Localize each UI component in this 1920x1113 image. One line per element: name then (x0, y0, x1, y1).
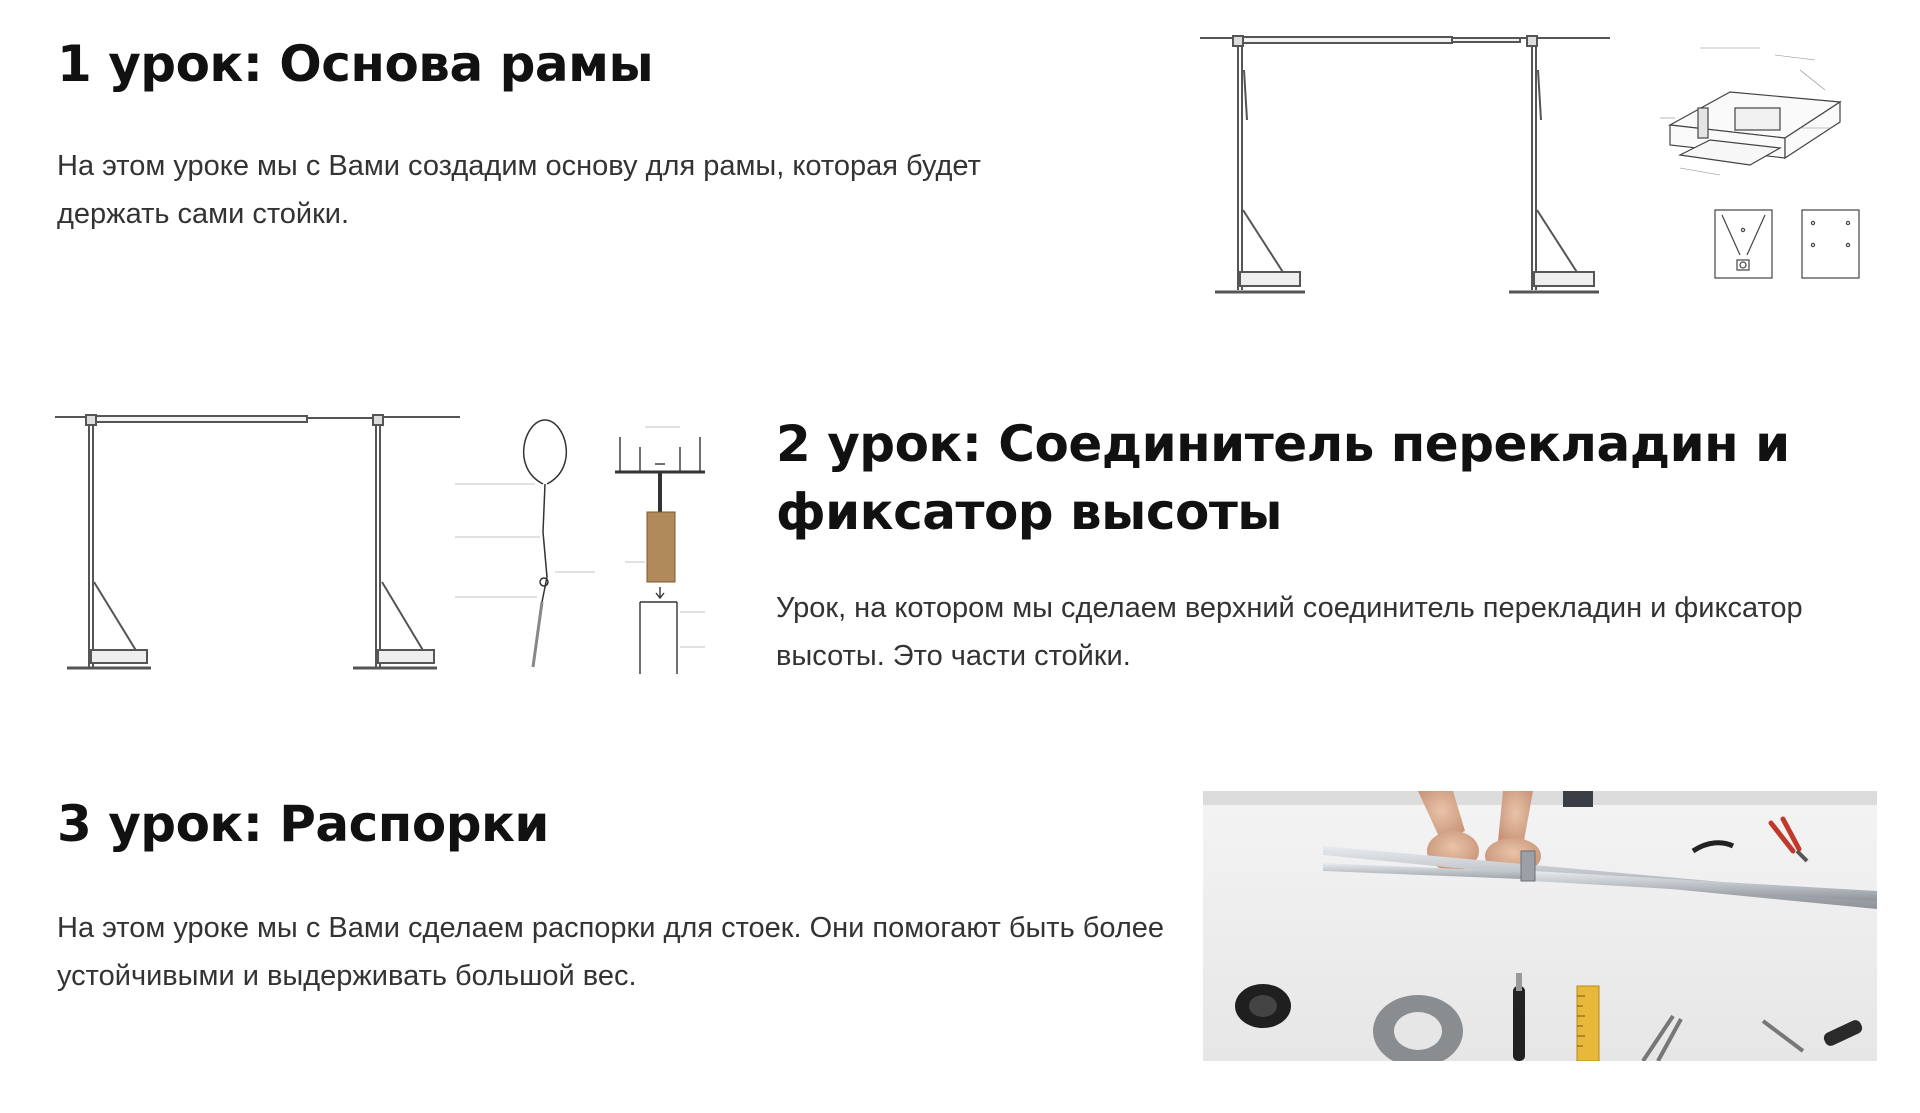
lesson-1-description: На этом уроке мы с Вами создадим основу … (57, 150, 981, 230)
lesson-2-description: Урок, на котором мы сделаем верхний соед… (776, 592, 1803, 672)
struts-workshop-photo-icon (1203, 791, 1877, 1061)
lesson-1: 1 урок: Основа рамы На этом уроке мы с В… (57, 30, 1057, 238)
lesson-3-title: 3 урок: Распорки (57, 795, 549, 853)
lesson-2-connector-drawing (55, 412, 735, 674)
lesson-2: 2 урок: Соединитель перекладин и фиксато… (776, 410, 1866, 680)
lesson-3-workshop-photo (1203, 791, 1877, 1061)
crossbar-connector-drawing-icon (55, 414, 705, 674)
lesson-2-title: 2 урок: Соединитель перекладин и фиксато… (776, 415, 1790, 541)
frame-base-drawing-icon (1200, 35, 1860, 294)
lesson-3-description: На этом уроке мы с Вами сделаем распорки… (57, 912, 1165, 992)
lesson-1-title: 1 урок: Основа рамы (57, 35, 654, 93)
lesson-3: 3 урок: Распорки На этом уроке мы с Вами… (57, 790, 1177, 1000)
lesson-1-frame-drawing (1200, 30, 1880, 300)
